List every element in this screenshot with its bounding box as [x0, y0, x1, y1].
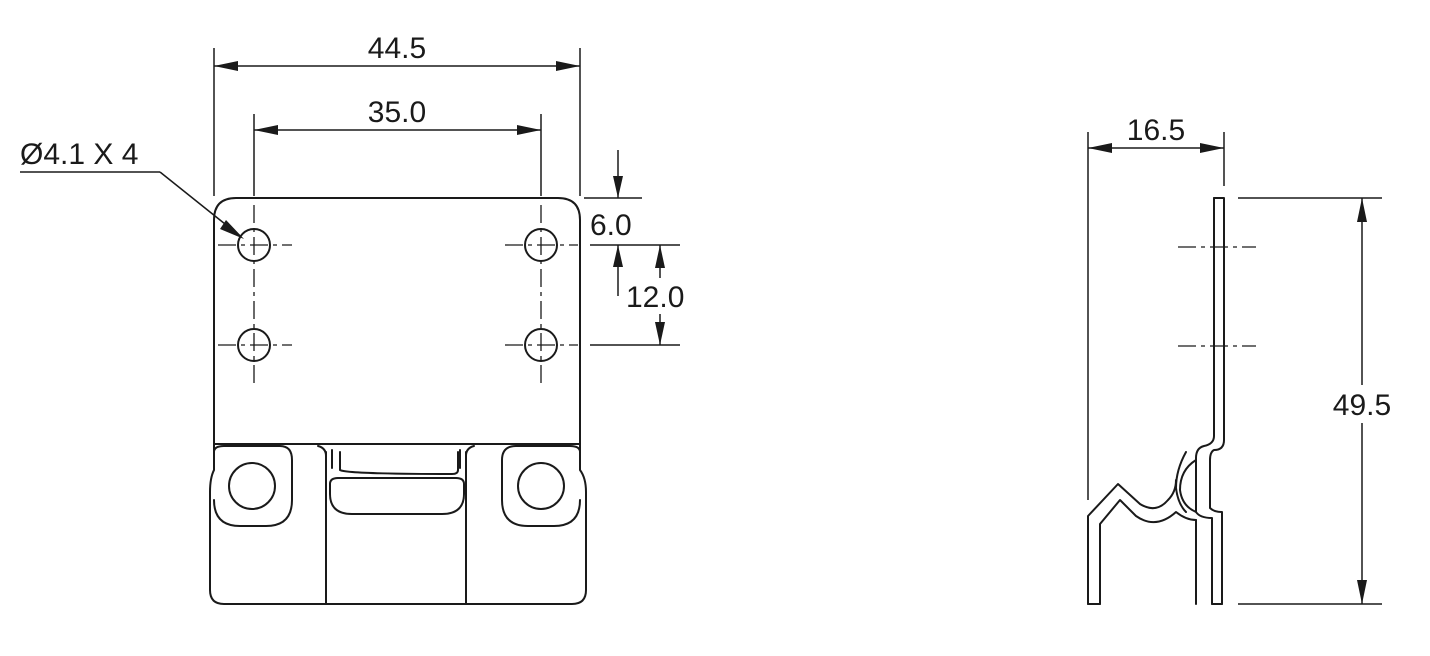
hole-callout: Ø4.1 X 4 [20, 138, 244, 239]
left-knuckle-hole [228, 462, 276, 510]
hole-callout-label: Ø4.1 X 4 [20, 138, 138, 171]
dimension-overall-width: 44.5 [213, 32, 581, 196]
mounting-holes [237, 228, 558, 362]
dim-label-height: 49.5 [1333, 389, 1391, 422]
side-folded-leaf [1087, 479, 1177, 605]
left-knuckle [213, 445, 293, 527]
dim-label-overall-width: 44.5 [368, 32, 426, 65]
dimension-height: 49.5 [1238, 197, 1402, 605]
front-hinge-outline [209, 443, 587, 605]
dim-label-depth: 16.5 [1127, 114, 1185, 147]
right-knuckle [501, 445, 581, 527]
dimension-hole-spacing-horizontal: 35.0 [253, 96, 542, 196]
mounting-hole-bottom-left [237, 328, 271, 362]
dim-label-hole-spacing-vertical: 12.0 [626, 281, 684, 314]
side-view: 16.5 49.5 [1087, 114, 1402, 605]
dim-label-top-to-hole: 6.0 [590, 209, 632, 242]
mounting-hole-bottom-right [524, 328, 558, 362]
center-tab [329, 477, 465, 515]
dimension-depth: 16.5 [1087, 114, 1225, 500]
side-leaf-profile [1209, 197, 1225, 605]
side-knuckle [1179, 459, 1197, 513]
dim-label-hole-spacing-horizontal: 35.0 [368, 96, 426, 129]
dimension-hole-spacing-vertical: 12.0 [590, 245, 694, 346]
dimension-top-to-hole: 6.0 [584, 150, 680, 296]
right-knuckle-hole [517, 462, 565, 510]
front-view: 44.5 35.0 Ø4.1 X 4 6.0 [20, 32, 694, 605]
front-plate-outline [213, 197, 581, 445]
hole-centerlines [218, 205, 578, 385]
center-slot [339, 451, 459, 475]
